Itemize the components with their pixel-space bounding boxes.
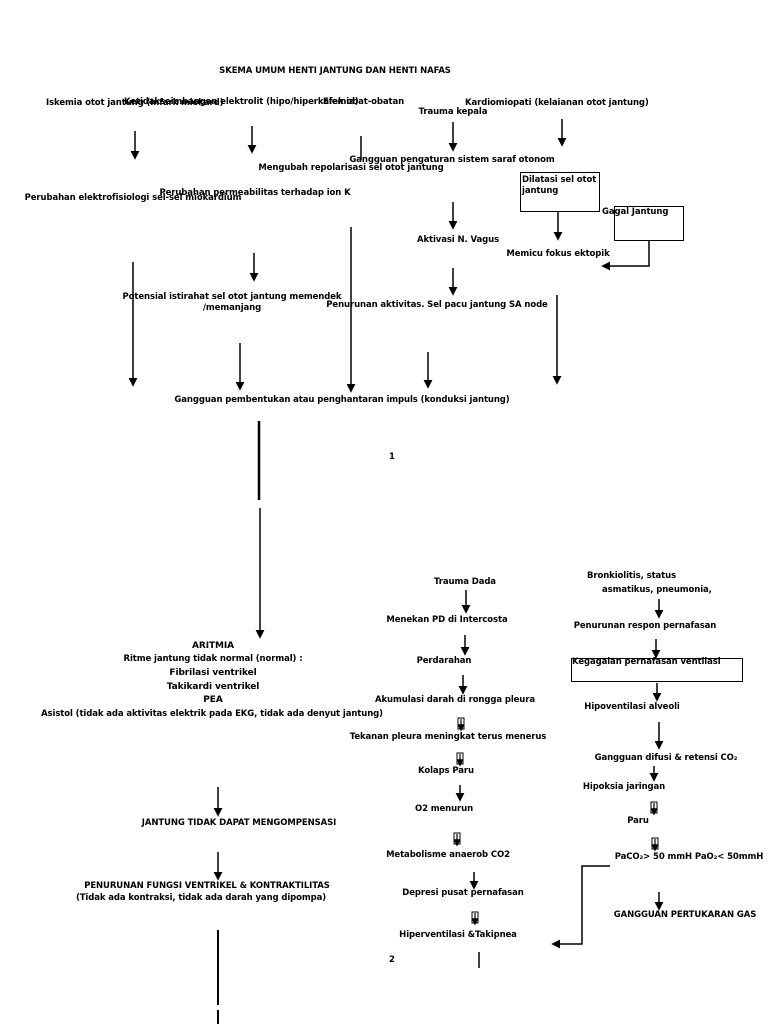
node-head-trauma: Trauma kepala <box>418 107 488 117</box>
elbow-connector-7 <box>601 241 650 271</box>
node-resp-decline: Penurunan respon pernafasan <box>573 621 717 631</box>
diagram-title: SKEMA UMUM HENTI JANTUNG DAN HENTI NAFAS <box>219 66 451 76</box>
node-bleeding: Perdarahan <box>416 656 472 666</box>
page-number-2: 2 <box>389 955 395 965</box>
node-conduction: Gangguan pembentukan atau penghantaran i… <box>174 395 510 405</box>
node-accumulation: Akumulasi darah di rongga pleura <box>375 695 535 705</box>
node-paco2: PaCO₂> 50 mmH PaO₂< 50mmH <box>614 852 764 862</box>
node-hypovent: Hipoventilasi alveoli <box>584 702 680 712</box>
node-dilation: Dilatasi sel otot jantung <box>522 175 597 196</box>
arrhythmia-item-1: Fibrilasi ventrikel <box>169 668 257 678</box>
node-pressure: Tekanan pleura meningkat terus menerus <box>349 732 547 742</box>
node-repolarization: Mengubah repolarisasi sel otot jantung <box>258 163 444 173</box>
node-diffusion: Gangguan difusi & retensi CO₂ <box>594 753 738 763</box>
elbow-connector-45 <box>551 865 610 949</box>
node-hypoxia: Hipoksia jaringan <box>582 782 666 792</box>
box-resp-failure <box>571 658 743 682</box>
node-lung: Paru <box>627 816 649 826</box>
node-ventricle-2: (Tidak ada kontraksi, tidak ada darah ya… <box>75 893 327 903</box>
node-ventricle-1: PENURUNAN FUNGSI VENTRIKEL & KONTRAKTILI… <box>84 881 330 891</box>
arrhythmia-item-3: PEA <box>203 695 223 705</box>
node-chest-trauma: Trauma Dada <box>434 577 496 587</box>
node-anaerob: Metabolisme anaerob CO2 <box>386 850 510 860</box>
node-sa-node: Penurunan aktivitas. Sel pacu jantung SA… <box>326 300 548 310</box>
node-o2: O2 menurun <box>414 804 474 814</box>
node-gas-exchange: GANGGUAN PERTUKARAN GAS <box>613 910 757 920</box>
node-vagus: Aktivasi N. Vagus <box>416 235 500 245</box>
node-compensation: JANTUNG TIDAK DAPAT MENGOMPENSASI <box>141 818 337 828</box>
node-bronch-1: Bronkiolitis, status <box>587 571 677 581</box>
page-number-1: 1 <box>389 452 395 462</box>
node-ischemia: Iskemia otot jantung (Infark miokard) <box>46 98 224 108</box>
node-press: Menekan PD di Intercosta <box>386 615 508 625</box>
box-heart-failure <box>614 206 684 241</box>
node-depression: Depresi pusat pernafasan <box>402 888 524 898</box>
node-drugs: Efek obat-obatan <box>323 97 405 107</box>
node-resting-potential: Potensial istirahat sel otot jantung mem… <box>122 292 342 313</box>
node-hyperventilation: Hiperventilasi &Takipnea <box>399 930 517 940</box>
arrhythmia-item-2: Takikardi ventrikel <box>166 682 260 692</box>
node-resp-failure: Kegagalan pernafasan ventilasi <box>572 657 721 667</box>
node-electrophysiology: Perubahan elektrofisiologi sel-sel mioka… <box>24 193 242 203</box>
node-electrolyte: Ketidakseimbangan elektrolit (hipo/hiper… <box>124 97 359 107</box>
node-bronch-2: asmatikus, pneumonia, <box>602 585 712 595</box>
arrhythmia-desc: Ritme jantung tidak normal (normal) : <box>123 654 303 664</box>
box-dilation <box>520 172 600 212</box>
arrhythmia-heading: ARITMIA <box>192 641 234 651</box>
node-ectopic: Memicu fokus ektopik <box>506 249 610 259</box>
node-nervous-disorder: Gangguan pengaturan sistem saraf otonom <box>349 155 555 165</box>
node-permeability: Perubahan permeabilitas terhadap ion K <box>159 188 351 198</box>
node-heart-failure: Gagal Jantung <box>602 207 669 217</box>
node-collapse: Kolaps Paru <box>418 766 474 776</box>
arrhythmia-item-4: Asistol (tidak ada aktivitas elektrik pa… <box>41 709 383 719</box>
node-cardiomyopathy: Kardiomiopati (kelaianan otot jantung) <box>465 98 649 108</box>
